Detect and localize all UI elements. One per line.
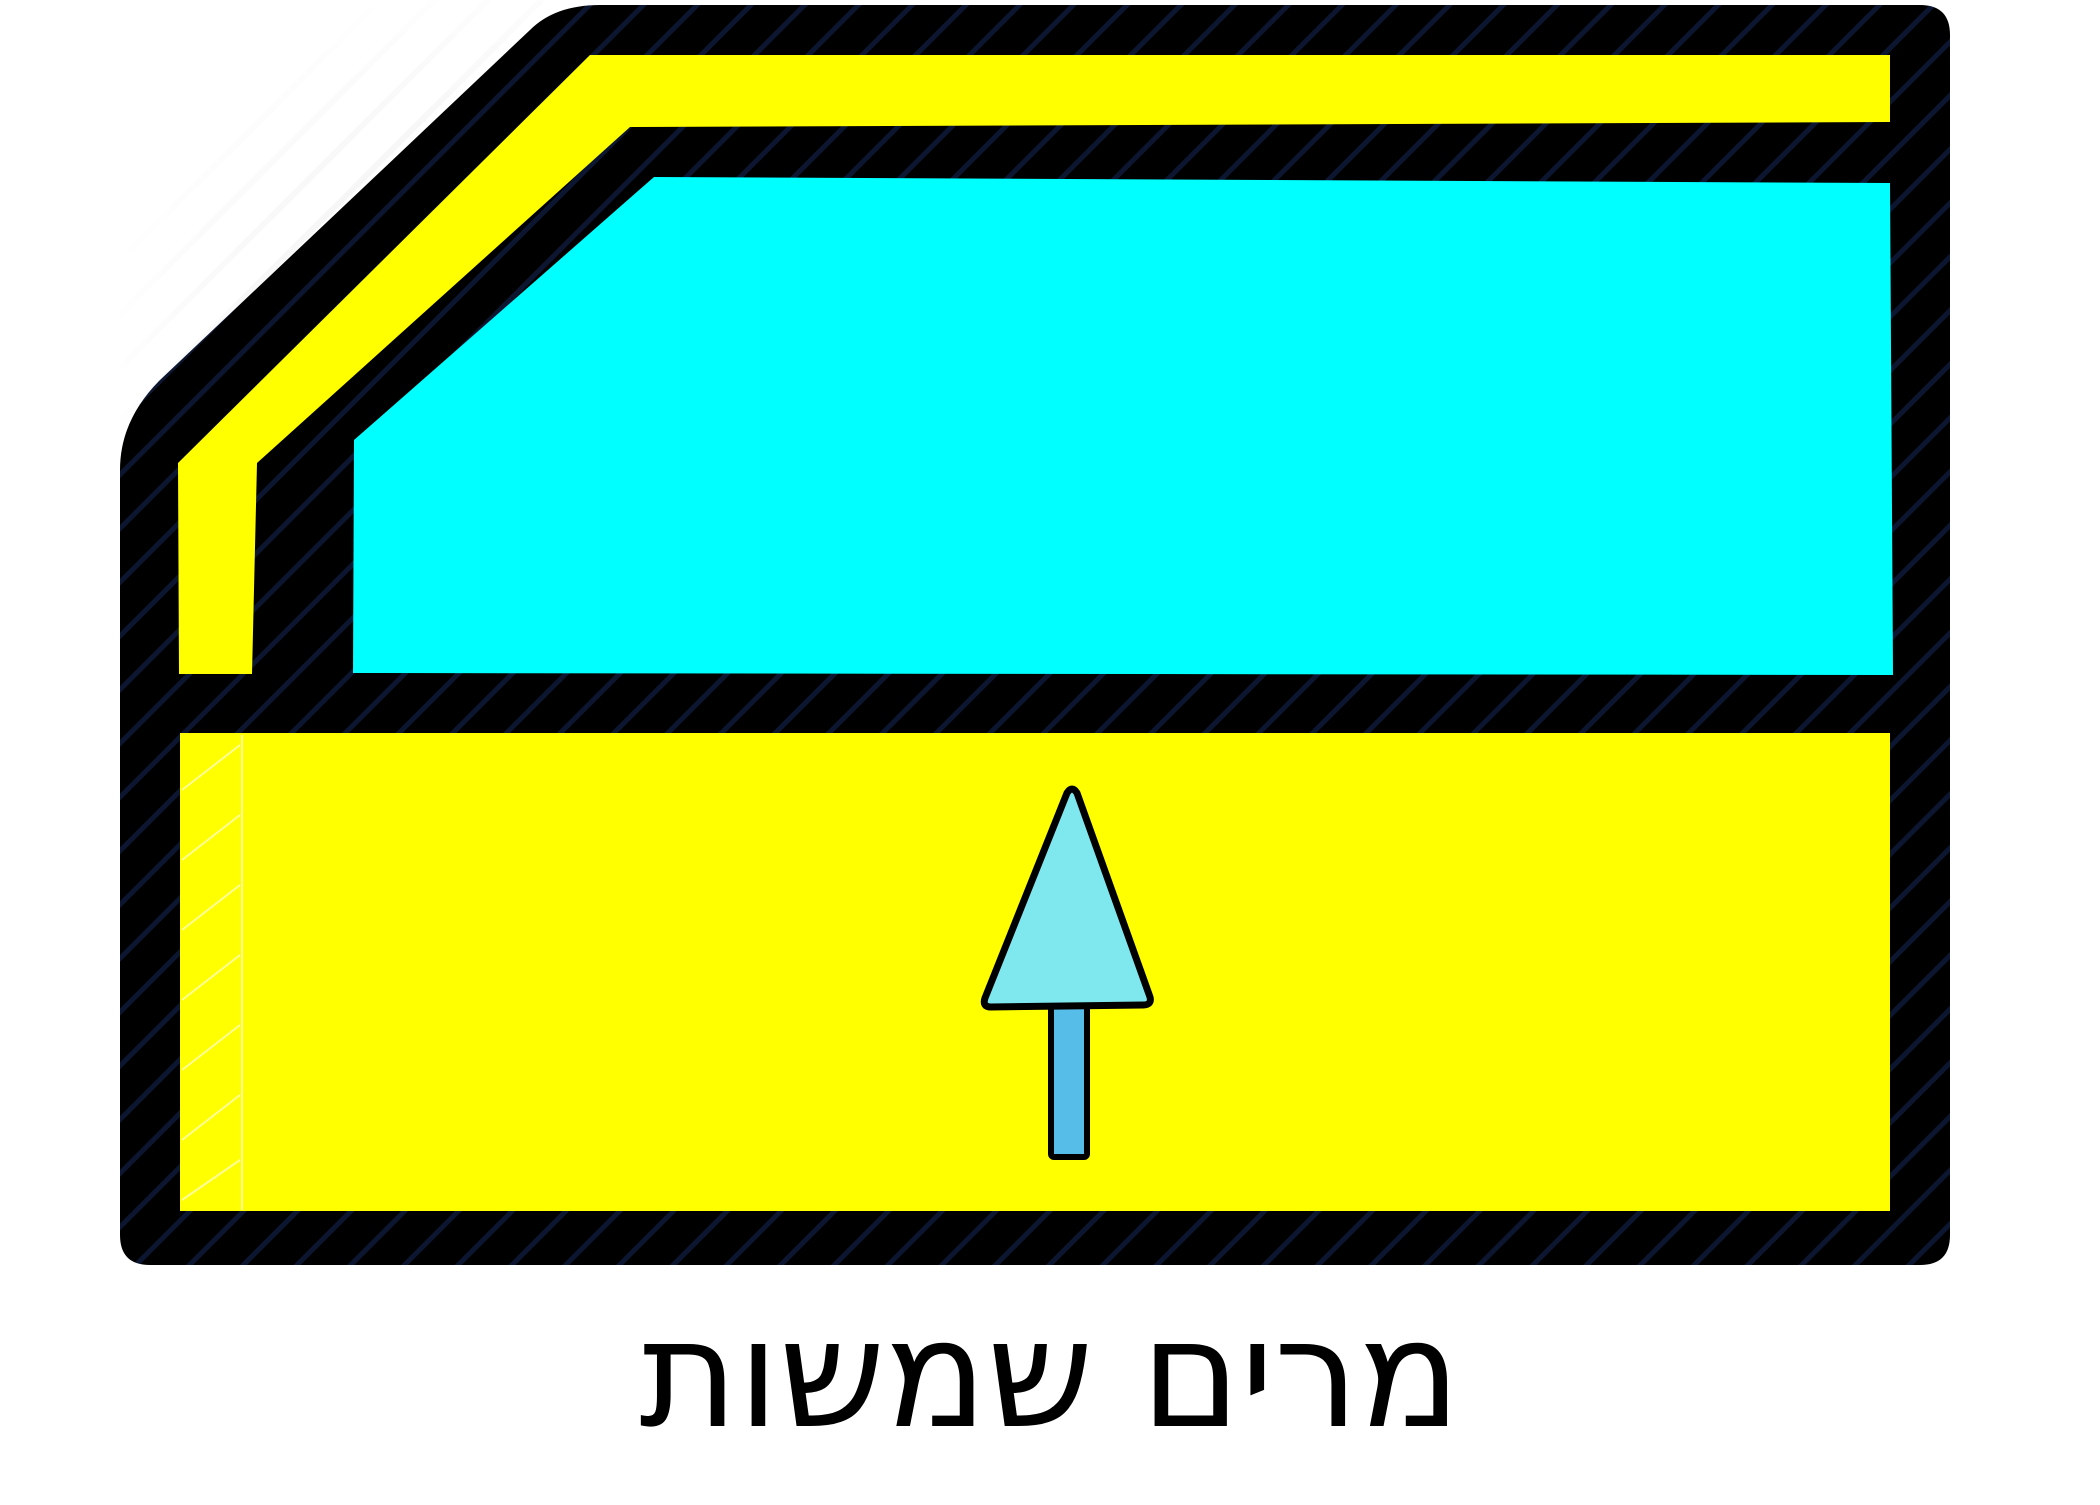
window-glass <box>353 177 1893 675</box>
panel-edge-hatching <box>181 735 243 1210</box>
window-lift-caption: מרים שמשות <box>639 1288 1461 1462</box>
window-frame-strip <box>178 55 1890 674</box>
arrow-up-icon <box>980 785 1154 1011</box>
arrow-up-icon-shaft <box>1048 992 1090 1160</box>
